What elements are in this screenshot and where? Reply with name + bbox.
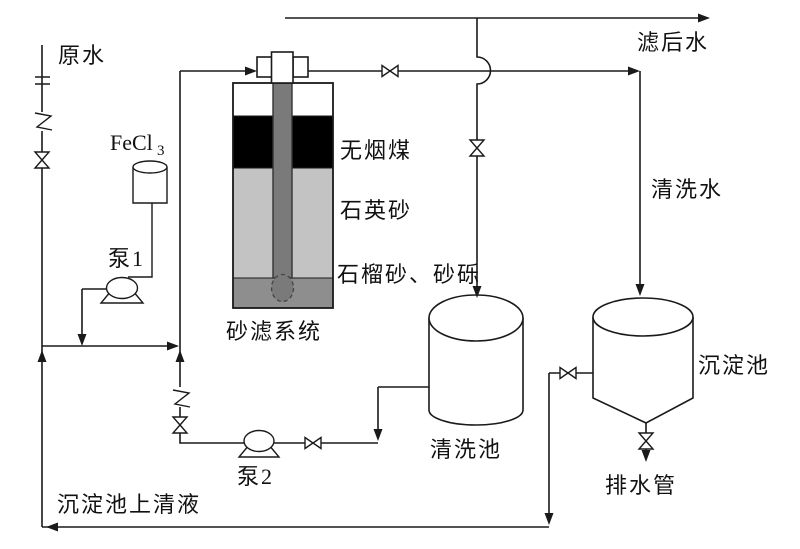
arrow-wash-waste-corner bbox=[628, 66, 640, 76]
fitting-center bbox=[270, 51, 294, 84]
valve-icon-supernatant bbox=[559, 366, 577, 380]
valve-icon-filter-riser bbox=[171, 416, 189, 434]
fitting-left-port bbox=[256, 56, 273, 78]
fitting-right-port bbox=[292, 56, 309, 78]
arrow-drain bbox=[641, 450, 651, 462]
valves bbox=[33, 64, 655, 450]
label-raw-water: 原水 bbox=[58, 43, 106, 68]
arrow-filter-inlet bbox=[245, 66, 257, 76]
labels: 原水 FeCl 3 泵1 无烟煤 石英砂 石榴砂、砂砾 砂滤系统 滤后水 清洗水… bbox=[57, 30, 770, 517]
arrow-mixed-feed bbox=[167, 341, 179, 351]
pipe-coagulant-feed bbox=[128, 203, 153, 278]
arrow-backwash-up bbox=[175, 350, 185, 362]
sedimentation-top bbox=[592, 297, 694, 337]
arrow-bottom-left bbox=[46, 522, 58, 532]
label-sand-filter-system: 砂滤系统 bbox=[226, 319, 322, 344]
valve-icon-raw-water bbox=[33, 151, 51, 169]
valve-icon-wash-waste bbox=[381, 64, 399, 78]
wash-tank-body bbox=[428, 318, 524, 426]
union-icon-raw bbox=[35, 76, 50, 85]
zigzag-icon-raw bbox=[34, 112, 53, 131]
label-supernatant: 沉淀池上清液 bbox=[57, 492, 201, 517]
label-coagulant-subscript: 3 bbox=[157, 143, 165, 159]
valve-icon-pump2-outlet bbox=[304, 436, 322, 450]
label-drain-pipe: 排水管 bbox=[605, 473, 677, 498]
label-sedimentation-tank: 沉淀池 bbox=[698, 353, 770, 378]
coagulant-tank-body bbox=[132, 167, 168, 204]
pipe-wash-waste bbox=[308, 70, 641, 284]
arrow-supernatant-up bbox=[37, 350, 47, 362]
wash-tank-shape bbox=[428, 294, 524, 426]
arrow-supernatant-down bbox=[544, 513, 554, 525]
label-pump2: 泵2 bbox=[237, 464, 274, 489]
pipe-wash-tank-outlet bbox=[377, 386, 429, 430]
zigzag-icon-riser bbox=[172, 389, 191, 408]
label-coagulant: FeCl bbox=[110, 130, 153, 155]
sedimentation-body bbox=[592, 317, 694, 424]
label-filtered-water: 滤后水 bbox=[637, 30, 709, 55]
arrow-wash-tank-outlet bbox=[373, 429, 383, 441]
sedimentation-tank-shape bbox=[592, 297, 694, 424]
center-tube bbox=[272, 81, 293, 279]
pump2-symbol bbox=[237, 429, 281, 458]
arrow-filtered-water bbox=[698, 13, 710, 23]
coagulant-tank bbox=[132, 160, 168, 204]
coagulant-tank-top bbox=[132, 160, 168, 174]
label-wash-water: 清洗水 bbox=[651, 177, 723, 202]
sand-filter-column bbox=[232, 51, 334, 309]
label-quartz-sand: 石英砂 bbox=[340, 198, 412, 223]
pump2-casing bbox=[243, 429, 275, 453]
arrow-into-wash-tank bbox=[472, 286, 482, 298]
arrow-dosing bbox=[77, 334, 87, 346]
valve-icon-wash-feed bbox=[468, 139, 486, 157]
valve-icon-drain bbox=[637, 432, 655, 450]
arrow-into-sedimentation bbox=[635, 284, 645, 296]
wash-tank-top bbox=[428, 294, 524, 342]
label-pump1: 泵1 bbox=[108, 246, 145, 271]
pump1-symbol bbox=[99, 276, 145, 304]
flow-arrows bbox=[37, 13, 710, 532]
label-anthracite: 无烟煤 bbox=[340, 138, 412, 163]
pipe-dosing-branch bbox=[81, 288, 108, 334]
tube-outlet-bulb bbox=[270, 273, 295, 303]
label-wash-tank: 清洗池 bbox=[430, 437, 502, 462]
pump1-casing bbox=[105, 276, 139, 300]
fittings bbox=[34, 76, 191, 408]
label-garnet-gravel: 石榴砂、砂砾 bbox=[337, 262, 481, 287]
pipes bbox=[41, 17, 707, 528]
